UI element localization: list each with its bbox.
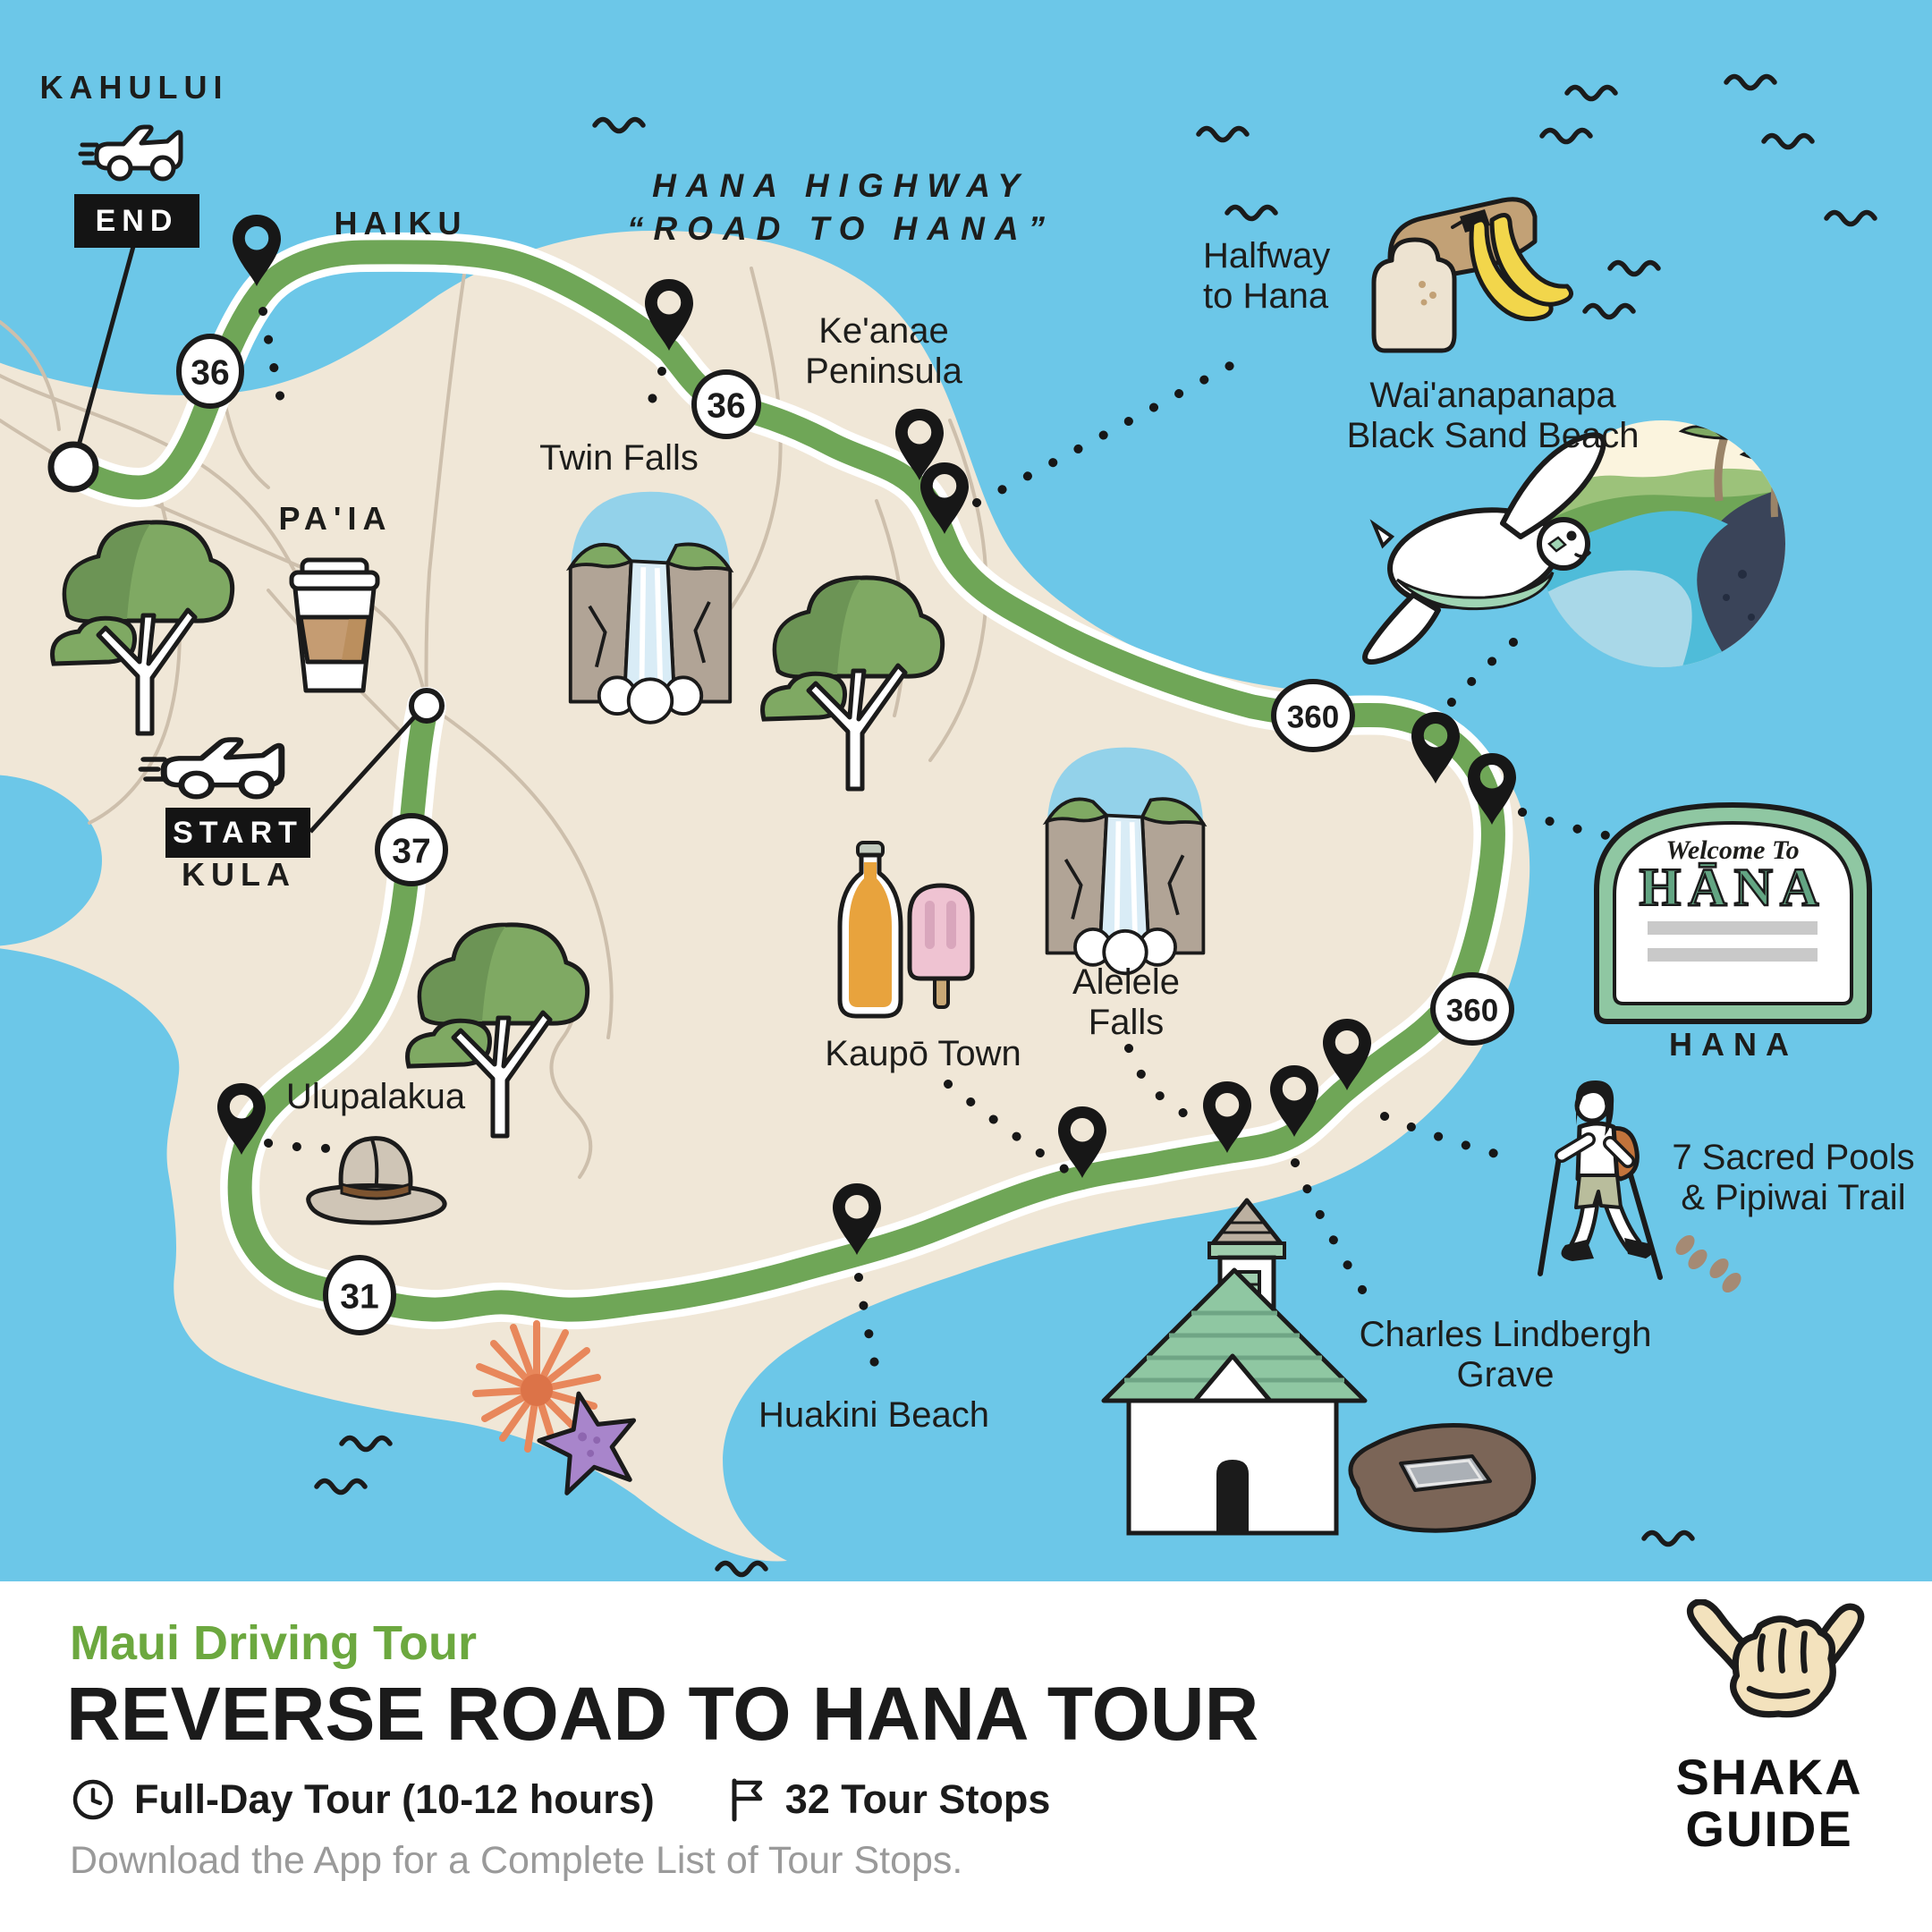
popsicle-icon [907, 883, 975, 1009]
tour-duration: Full-Day Tour (10-12 hours) [134, 1776, 655, 1822]
route-badge-31: 31 [340, 1278, 378, 1317]
start-tag: START [165, 808, 310, 858]
shaka-hand-icon [1686, 1598, 1865, 1718]
route-badge-360: 360 [1287, 700, 1339, 735]
route-badge-360: 360 [1446, 994, 1498, 1029]
label-kula: KULA [182, 856, 296, 893]
flag-icon [732, 1778, 762, 1822]
tour-meta: Full-Day Tour (10-12 hours) 32 Tour Stop… [72, 1776, 1050, 1823]
label-alelele-falls: Alelele Falls [1072, 962, 1181, 1043]
dotted-connectors [258, 307, 1611, 1386]
starfish-icon [537, 1391, 637, 1496]
island-landmass [0, 231, 1530, 1562]
coffee-cup-icon [289, 557, 380, 693]
tour-title: REVERSE ROAD TO HANA TOUR [66, 1672, 1259, 1756]
label-kahului: KAHULUI [39, 69, 229, 106]
label-ulupalakua: Ulupalakua [285, 1077, 466, 1116]
download-note: Download the App for a Complete List of … [70, 1839, 963, 1882]
label-paia: PA'IA [278, 500, 393, 537]
label-twin-falls: Twin Falls [539, 438, 699, 478]
twin-falls-waterfall-icon [571, 492, 730, 723]
maui-map: 36 36 37 31 360 360 KAHULUI END HAIKU HA… [0, 0, 1932, 1581]
cowboy-hat-icon [306, 1136, 447, 1225]
label-hana-highway: HANA HIGHWAY “ROAD TO HANA” [626, 167, 1055, 248]
shaka-guide-logo: SHAKA GUIDE [1644, 1598, 1894, 1858]
hiker-icon [1538, 1080, 1663, 1280]
end-point [47, 441, 99, 493]
footprints-icon [1675, 1234, 1741, 1293]
sea-turtle-icon [1362, 432, 1606, 665]
route-badge-37: 37 [392, 833, 430, 871]
hana-sign-name-text: HĀNA [1638, 857, 1826, 919]
tour-kicker: Maui Driving Tour [70, 1616, 477, 1670]
end-connector-line [71, 242, 137, 466]
route-badges: 36 36 37 31 360 360 [176, 334, 1514, 1335]
label-lindbergh-grave: Charles Lindbergh Grave [1359, 1315, 1652, 1395]
label-waianapanapa: Wai'anapanapa Black Sand Beach [1346, 376, 1640, 456]
label-huakini-beach: Huakini Beach [758, 1395, 989, 1435]
alelele-falls-waterfall-icon [1047, 748, 1204, 974]
hana-sign-welcome-text: Welcome To [1665, 835, 1800, 865]
church-icon [1101, 1198, 1368, 1536]
bay-notch [0, 775, 102, 946]
soda-bottle-icon [837, 841, 903, 1019]
tour-stops: 32 Tour Stops [784, 1776, 1051, 1822]
start-connector-line [309, 707, 424, 834]
banana-bread-icon [1371, 197, 1573, 353]
label-haiku: HAIKU [334, 205, 468, 242]
footer-panel: Maui Driving Tour REVERSE ROAD TO HANA T… [0, 1581, 1932, 1932]
start-point [409, 688, 445, 724]
hana-welcome-sign [1594, 801, 1872, 1024]
sea-urchin-icon [472, 1320, 601, 1453]
clock-icon [72, 1779, 114, 1820]
label-seven-sacred-pools: 7 Sacred Pools & Pipiwai Trail [1672, 1138, 1915, 1218]
grave-icon [1348, 1423, 1537, 1533]
route-badge-36: 36 [707, 387, 745, 426]
label-kaupo-town: Kaupō Town [825, 1034, 1021, 1073]
label-keanae-peninsula: Ke'anae Peninsula [805, 311, 962, 392]
logo-text-shaka: SHAKA [1675, 1749, 1863, 1805]
route-badge-36: 36 [191, 354, 229, 393]
label-hana: HANA [1669, 1026, 1798, 1063]
tour-route [54, 232, 1513, 1330]
label-halfway-to-hana: Halfway to Hana [1203, 236, 1331, 317]
roads [0, 267, 988, 1179]
logo-text-guide: GUIDE [1685, 1801, 1853, 1858]
map-artwork: 36 36 37 31 360 360 [0, 73, 1877, 1578]
end-tag: END [74, 194, 199, 248]
